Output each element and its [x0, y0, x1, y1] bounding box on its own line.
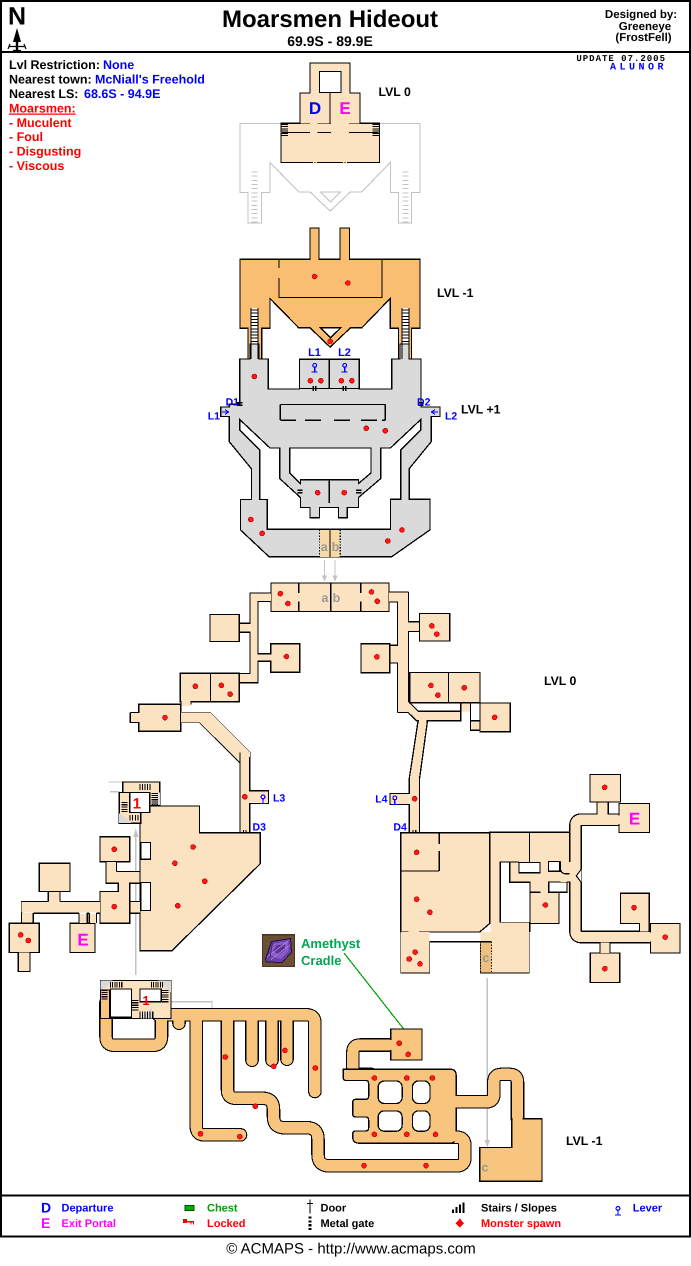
svg-text:c: c — [482, 951, 489, 965]
svg-text:LVL 0: LVL 0 — [379, 85, 412, 99]
svg-text:Stairs / Slopes: Stairs / Slopes — [481, 1203, 557, 1215]
svg-text:a: a — [322, 591, 330, 605]
svg-text:Chest: Chest — [207, 1203, 238, 1215]
svg-text:D1: D1 — [226, 397, 240, 409]
svg-text:c: c — [482, 1161, 489, 1175]
svg-text:Lvl Restriction:None: Lvl Restriction:None — [9, 58, 134, 72]
svg-text:Door: Door — [321, 1203, 347, 1215]
svg-text:Moarsmen Hideout: Moarsmen Hideout — [222, 6, 438, 33]
svg-text:69.9S - 89.9E: 69.9S - 89.9E — [287, 33, 373, 49]
svg-text:E: E — [77, 931, 88, 950]
svg-text:L1: L1 — [308, 347, 321, 359]
svg-text:Moarsmen:: Moarsmen: — [9, 102, 76, 116]
svg-text:LVL -1: LVL -1 — [566, 1134, 603, 1148]
svg-text:UPDATE 07.2005: UPDATE 07.2005 — [576, 54, 666, 64]
svg-text:Greeneye: Greeneye — [619, 21, 671, 33]
svg-text:LVL 0: LVL 0 — [544, 674, 577, 688]
svg-text:LVL +1: LVL +1 — [461, 403, 501, 417]
svg-text:LVL -1: LVL -1 — [437, 286, 474, 300]
svg-text:D2: D2 — [417, 397, 431, 409]
svg-text:D: D — [309, 99, 321, 118]
svg-text:- Viscous: - Viscous — [9, 159, 64, 173]
svg-text:D3: D3 — [253, 822, 267, 834]
svg-text:Designed by:: Designed by: — [605, 9, 677, 21]
svg-text:E: E — [41, 1215, 50, 1231]
svg-text:Departure: Departure — [62, 1203, 114, 1215]
svg-text:L2: L2 — [338, 347, 351, 359]
svg-text:b: b — [332, 540, 340, 554]
svg-text:L1: L1 — [208, 411, 220, 423]
svg-text:Exit Portal: Exit Portal — [62, 1218, 116, 1230]
svg-text:Monster spawn: Monster spawn — [481, 1218, 561, 1230]
svg-text:a: a — [321, 540, 329, 554]
svg-text:E: E — [629, 810, 640, 829]
svg-text:D: D — [41, 1200, 51, 1216]
svg-text:- Foul: - Foul — [9, 130, 43, 144]
svg-text:b: b — [333, 591, 341, 605]
svg-text:E: E — [339, 99, 350, 118]
svg-text:- Muculent: - Muculent — [9, 116, 72, 130]
svg-text:Amethyst: Amethyst — [301, 936, 361, 951]
svg-text:L2: L2 — [445, 411, 457, 423]
svg-text:Lever: Lever — [633, 1203, 663, 1215]
svg-text:Nearest town:McNiall's Freehol: Nearest town:McNiall's Freehold — [9, 73, 205, 87]
svg-text:ALUNOR: ALUNOR — [610, 63, 667, 74]
svg-text:Cradle: Cradle — [301, 953, 341, 968]
svg-text:L3: L3 — [273, 793, 285, 805]
svg-text:Metal gate: Metal gate — [321, 1218, 375, 1230]
svg-text:N: N — [8, 3, 26, 31]
svg-text:© ACMAPS - http://www.acmaps.c: © ACMAPS - http://www.acmaps.com — [226, 1241, 475, 1258]
svg-text:1: 1 — [133, 796, 141, 813]
svg-text:Nearest LS:68.6S - 94.9E: Nearest LS:68.6S - 94.9E — [9, 87, 160, 101]
svg-text:- Disgusting: - Disgusting — [9, 145, 81, 159]
svg-text:L4: L4 — [375, 794, 387, 806]
svg-text:1: 1 — [142, 993, 149, 1008]
svg-text:Locked: Locked — [207, 1218, 246, 1230]
svg-text:D4: D4 — [393, 822, 407, 834]
svg-text:(FrostFell): (FrostFell) — [615, 32, 671, 44]
